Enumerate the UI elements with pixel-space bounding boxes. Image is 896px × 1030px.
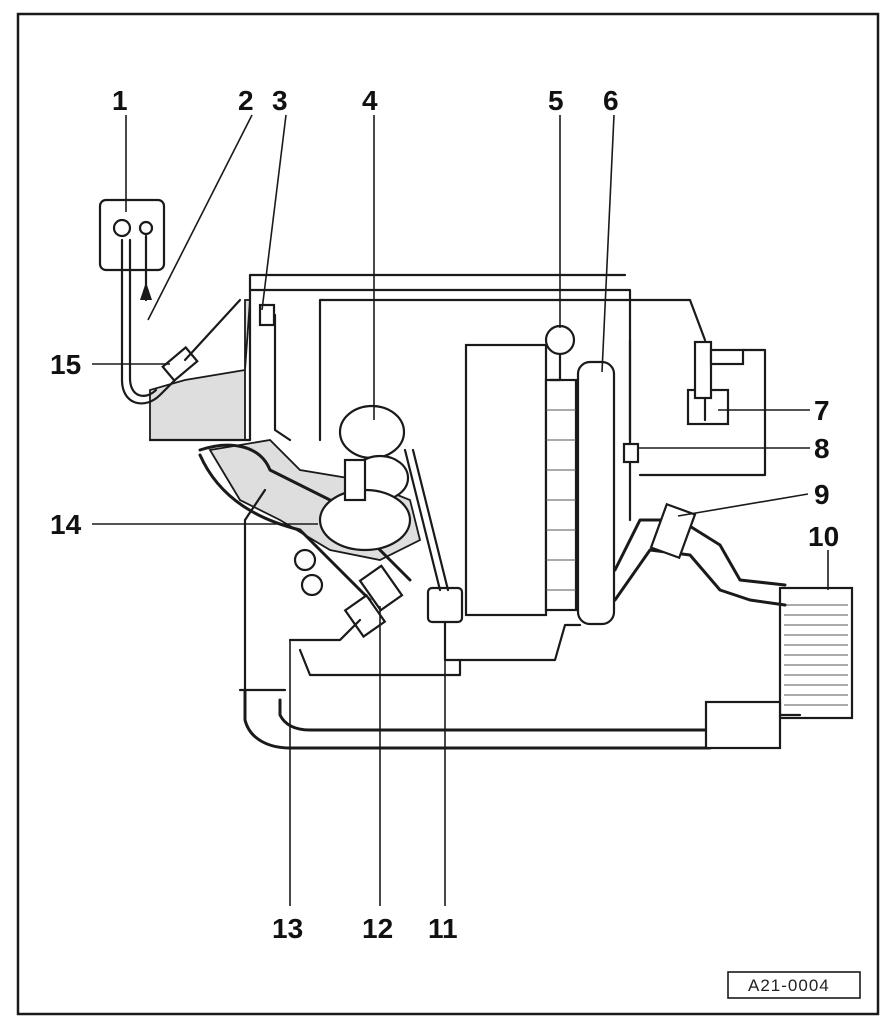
callout-5: 5	[548, 85, 564, 116]
leader-3	[261, 114, 287, 311]
radiator-fins	[544, 378, 578, 612]
figure-id-box: A21-0004	[727, 971, 861, 999]
expansion-tank	[576, 360, 616, 626]
figure-id-frame	[727, 971, 861, 999]
filler-cap-hose	[548, 352, 562, 382]
clamp-upper	[358, 564, 404, 612]
leader-6	[601, 114, 615, 373]
callout-11: 11	[428, 913, 458, 944]
callout-labels: 1 2 3 4 5 6 7 8 9 10 11 12 13 14 15	[50, 85, 839, 944]
callout-14: 14	[50, 509, 82, 540]
hose-lower-loop	[298, 648, 462, 677]
callout-3: 3	[272, 85, 288, 116]
pressure-port-right	[138, 220, 154, 236]
figure-id-label: A21-0004	[748, 976, 830, 995]
engine-assembly	[98, 198, 854, 720]
connector-3	[258, 303, 276, 327]
callout-6: 6	[603, 85, 619, 116]
hose-sensor-loop-inner	[128, 238, 158, 397]
intercooler-return-outer	[243, 688, 712, 750]
valve-outlet	[709, 348, 745, 366]
fitting-a	[293, 548, 317, 572]
pressure-port-left	[112, 218, 132, 238]
turbo-center-section	[343, 458, 367, 502]
hose-bypass-return	[443, 620, 582, 662]
clamp-lower	[343, 593, 387, 639]
hose-clamp-9	[649, 502, 697, 560]
callout-8: 8	[814, 433, 830, 464]
intercooler	[778, 586, 854, 720]
connector-8	[622, 442, 640, 464]
intake-pipe-upper	[198, 443, 412, 582]
hose-turbo-bypass	[403, 448, 442, 592]
leader-lines	[92, 114, 829, 906]
callout-12: 12	[362, 913, 393, 944]
hoses	[120, 234, 802, 750]
flow-arrow-icon	[140, 282, 152, 300]
engine-top-outline	[148, 273, 627, 442]
charge-pipe-upper	[613, 518, 787, 587]
valve-body	[693, 340, 713, 400]
callout-7: 7	[814, 395, 830, 426]
callout-9: 9	[814, 479, 830, 510]
hose-fitting-13	[288, 618, 362, 642]
turbocharger-compressor	[338, 404, 406, 460]
fitting-b	[300, 573, 324, 597]
hose-3-drop	[273, 313, 292, 442]
diagram-border	[16, 12, 880, 1016]
pressure-sensor-housing	[98, 198, 166, 272]
bypass-valve	[426, 586, 464, 624]
hose-valve-return	[638, 348, 767, 477]
callout-10: 10	[808, 521, 839, 552]
intake-pipe-lower	[198, 453, 372, 602]
intercooler-coupler	[704, 700, 782, 750]
leader-2	[147, 114, 253, 321]
hose-turbo-bypass-b	[411, 448, 450, 592]
engine-block-left	[149, 299, 251, 441]
leader-9	[677, 493, 809, 517]
filler-cap	[544, 324, 576, 356]
callout-1: 1	[112, 85, 128, 116]
charge-pipe-lower	[613, 548, 787, 607]
hose-sensor-loop	[120, 238, 177, 405]
hose-diagonal-2	[183, 298, 242, 362]
engine-left-edge	[243, 488, 267, 702]
intercooler-fins	[784, 604, 848, 706]
callout-15: 15	[50, 349, 81, 380]
callout-2: 2	[238, 85, 254, 116]
callout-4: 4	[362, 85, 378, 116]
intercooler-return-inner	[278, 698, 712, 732]
radiator-core	[464, 343, 548, 617]
hose-top-long	[318, 298, 707, 442]
callout-13: 13	[272, 913, 303, 944]
